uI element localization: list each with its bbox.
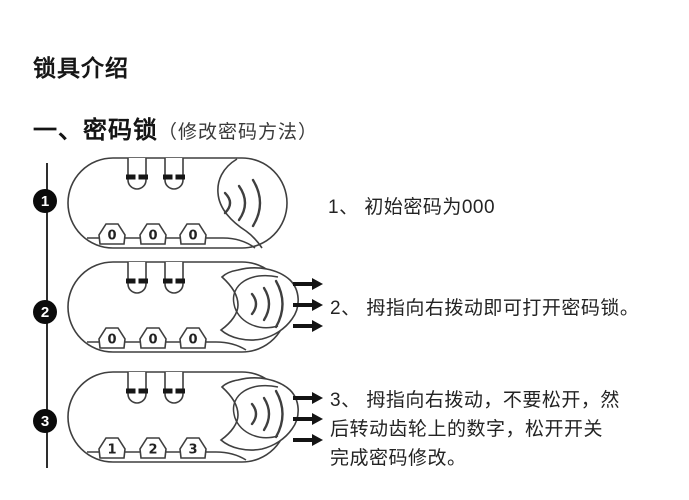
dial-digit: 0 — [188, 229, 197, 244]
dial-knob — [98, 327, 126, 349]
strap-slot — [127, 262, 147, 294]
dial-digit: 0 — [107, 333, 116, 348]
dial-knob — [98, 223, 126, 245]
right-arrow-icon — [293, 392, 323, 446]
section-heading: 一、密码锁 （修改密码方法） — [33, 110, 318, 145]
dial-digit: 0 — [188, 333, 197, 348]
dial-knob — [179, 327, 207, 349]
dial-digit: 0 — [107, 229, 116, 244]
step-1-instruction: 1、 初始密码为000 — [328, 197, 496, 218]
dial-digit: 0 — [148, 229, 157, 244]
dial-track — [87, 341, 247, 351]
right-arrow-icon — [293, 278, 323, 332]
dial-knob — [139, 223, 167, 245]
dial-knobs — [98, 223, 207, 245]
dial-digit: 0 — [148, 333, 157, 348]
dial-digit: 3 — [188, 443, 197, 458]
dial-knobs — [98, 327, 207, 349]
section-heading-main: 一、密码锁 — [33, 117, 158, 144]
dial-digit: 2 — [148, 443, 157, 458]
dial-knob — [179, 437, 207, 459]
lock-illustration-step-2: 0 0 0 — [67, 261, 299, 353]
section-heading-note: （修改密码方法） — [158, 122, 319, 143]
strap-slot — [164, 262, 184, 294]
dial-digit: 1 — [107, 443, 116, 458]
push-right-arrows-step-3 — [293, 392, 323, 446]
strap-slot — [127, 158, 147, 190]
step-2-badge: 2 — [33, 300, 57, 324]
lock-illustration-step-3: 1 2 3 — [67, 371, 299, 463]
page-title: 锁具介绍 — [33, 55, 129, 81]
strap-slot — [127, 372, 147, 404]
dial-knob — [139, 327, 167, 349]
dial-knob — [179, 223, 207, 245]
thumb-pad-outline — [232, 384, 279, 439]
thumb-switch-outline — [217, 158, 263, 249]
dial-knob — [98, 437, 126, 459]
thumb-grip-waves — [223, 178, 262, 228]
push-right-arrows-step-2 — [293, 278, 323, 332]
dial-track — [87, 237, 256, 249]
strap-slot — [164, 372, 184, 404]
thumb-grip-waves — [250, 389, 284, 439]
step-2-instruction: 2、 拇指向右拨动即可打开密码锁。 — [330, 298, 640, 319]
dial-knobs — [98, 437, 207, 459]
step-3-instruction: 3、 拇指向右拨动，不要松开，然后转动齿轮上的数字，松开开关完成密码修改。 — [330, 390, 620, 469]
thumb-grip-waves — [250, 279, 284, 329]
dial-track — [87, 451, 247, 461]
dial-knob — [139, 437, 167, 459]
step-1-badge: 1 — [33, 189, 57, 213]
lock-illustration-step-1: 0 0 0 — [67, 157, 288, 249]
strap-slot — [164, 158, 184, 190]
thumb-pad-outline — [232, 274, 279, 329]
step-3-badge: 3 — [33, 409, 57, 433]
